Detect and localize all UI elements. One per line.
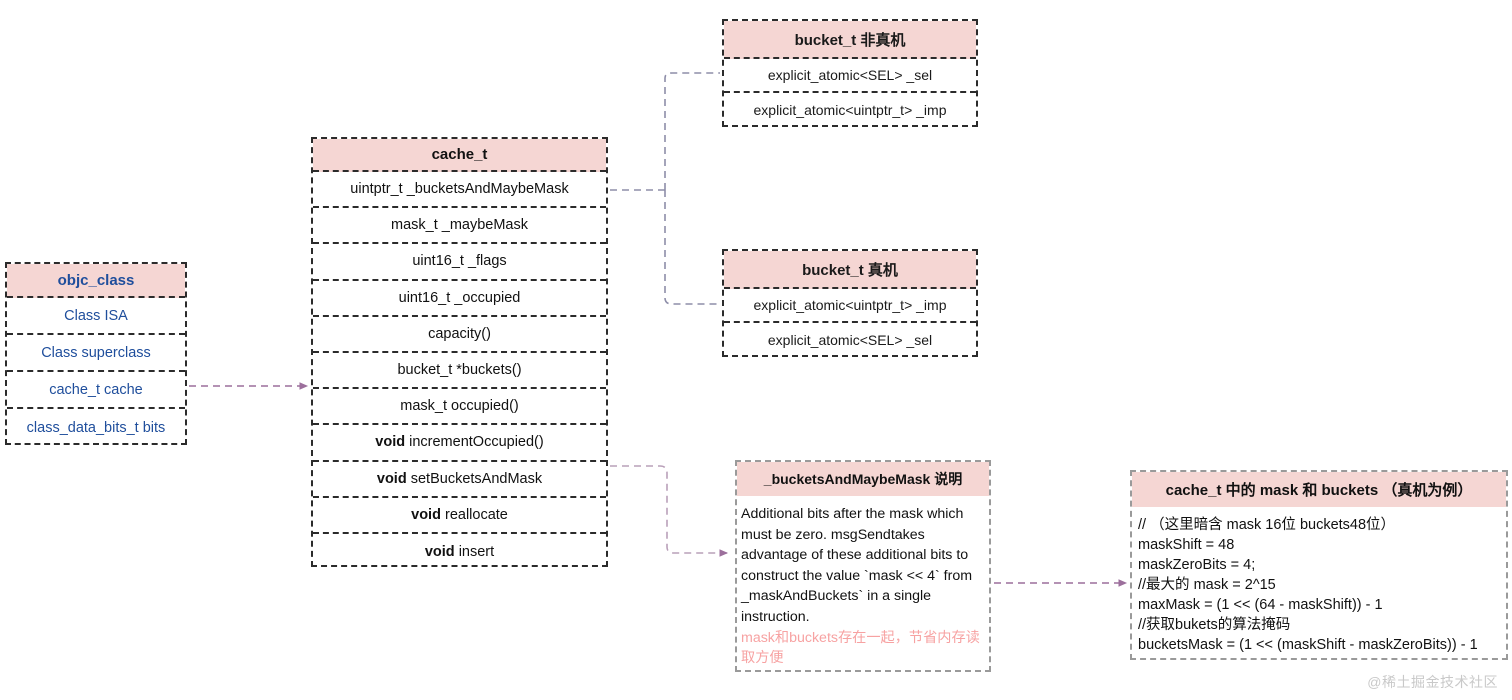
code-line: maxMask = (1 << (64 - maskShift)) - 1 — [1138, 597, 1383, 613]
code-line: bucketsMask = (1 << (maskShift - maskZer… — [1138, 637, 1478, 653]
objc-class-box: objc_class Class ISA Class superclass ca… — [5, 262, 187, 445]
cache-t-row-text: setBucketsAndMask — [410, 470, 543, 487]
cache-t-row-text: uint16_t _occupied — [398, 289, 521, 306]
cache-t-title: cache_t — [313, 139, 606, 172]
bucket-t-simulator-row-sel: explicit_atomic<SEL> _sel — [724, 59, 976, 93]
buckets-and-maybe-mask-note-box: _bucketsAndMaybeMask 说明 Additional bits … — [735, 460, 991, 672]
objc-class-row-isa: Class ISA — [7, 298, 185, 335]
connector-cachet-to-bucket-real — [664, 190, 720, 305]
cache-t-row-text: mask_t occupied() — [400, 398, 519, 415]
cache-t-row-text: mask_t _maybeMask — [391, 217, 528, 234]
cache-t-row-occupied-method: mask_t occupied() — [313, 389, 606, 426]
code-line: maskShift = 48 — [1138, 537, 1235, 553]
note-box-title: _bucketsAndMaybeMask 说明 — [737, 462, 989, 496]
objc-class-row-superclass: Class superclass — [7, 335, 185, 372]
cache-t-row-buckets: bucket_t *buckets() — [313, 353, 606, 390]
cache-t-row-bucketsandmaybemask: uintptr_t _bucketsAndMaybeMask — [313, 172, 606, 209]
cache-t-row-keyword: void — [424, 543, 455, 560]
cache-t-row-keyword: void — [411, 506, 441, 523]
cache-t-box: cache_t uintptr_t _bucketsAndMaybeMask m… — [311, 137, 608, 567]
code-line: //最大的 mask = 2^15 — [1138, 577, 1276, 593]
cache-t-row-text: uint16_t _flags — [412, 253, 507, 270]
bucket-t-simulator-row-imp: explicit_atomic<uintptr_t> _imp — [753, 102, 947, 118]
cache-t-row-incrementoccupied: void incrementOccupied() — [313, 425, 606, 462]
cache-t-row-maybemask: mask_t _maybeMask — [313, 208, 606, 245]
objc-class-title: objc_class — [7, 264, 185, 298]
code-box-body: // （这里暗含 mask 16位 buckets48位） maskShift … — [1132, 507, 1506, 659]
cache-t-row-capacity: capacity() — [313, 317, 606, 353]
code-line: //获取bukets的算法掩码 — [1138, 617, 1291, 633]
code-line: maskZeroBits = 4; — [1138, 557, 1256, 573]
connector-cachet-to-note — [610, 465, 729, 557]
watermark: @稀土掘金技术社区 — [1367, 674, 1498, 690]
bucket-t-device-row-imp: explicit_atomic<uintptr_t> _imp — [724, 289, 976, 323]
cache-t-row-occupied-field: uint16_t _occupied — [313, 281, 606, 317]
bucket-t-device-box: bucket_t 真机 explicit_atomic<uintptr_t> _… — [722, 249, 978, 357]
note-box-body: Additional bits after the mask which mus… — [737, 496, 989, 673]
bucket-t-device-row-sel: explicit_atomic<SEL> _sel — [767, 332, 933, 348]
bucket-t-simulator-box: bucket_t 非真机 explicit_atomic<SEL> _sel e… — [722, 19, 978, 127]
bucket-t-simulator-title: bucket_t 非真机 — [724, 21, 976, 59]
cache-t-row-keyword: void — [376, 470, 407, 487]
cache-t-row-setbucketsandmask: void setBucketsAndMask — [313, 462, 606, 498]
mask-buckets-code-box: cache_t 中的 mask 和 buckets （真机为例） // （这里暗… — [1130, 470, 1508, 660]
cache-t-row-flags: uint16_t _flags — [313, 244, 606, 281]
note-box-body-en: Additional bits after the mask which mus… — [741, 506, 973, 625]
cache-t-row-keyword: void — [375, 434, 406, 451]
code-line: // （这里暗含 mask 16位 buckets48位） — [1138, 517, 1396, 533]
cache-t-row-text: incrementOccupied() — [409, 434, 544, 451]
cache-t-row-text: bucket_t *buckets() — [397, 362, 522, 379]
bucket-t-device-title: bucket_t 真机 — [724, 251, 976, 289]
note-box-body-cn: mask和buckets存在一起，节省内存读取方便 — [741, 629, 980, 667]
cache-t-row-text: capacity() — [428, 325, 491, 342]
code-box-title: cache_t 中的 mask 和 buckets （真机为例） — [1132, 472, 1506, 507]
cache-t-row-text: reallocate — [444, 506, 508, 523]
objc-class-row-cache: cache_t cache — [7, 372, 185, 409]
cache-t-row-text: insert — [458, 543, 495, 560]
objc-class-row-bits: class_data_bits_t bits — [26, 419, 166, 436]
cache-t-row-insert: void insert — [313, 534, 606, 570]
connector-cachet-to-bucket-fake — [664, 72, 720, 190]
cache-t-row-reallocate: void reallocate — [313, 498, 606, 534]
cache-t-row-text: uintptr_t _bucketsAndMaybeMask — [350, 181, 569, 198]
